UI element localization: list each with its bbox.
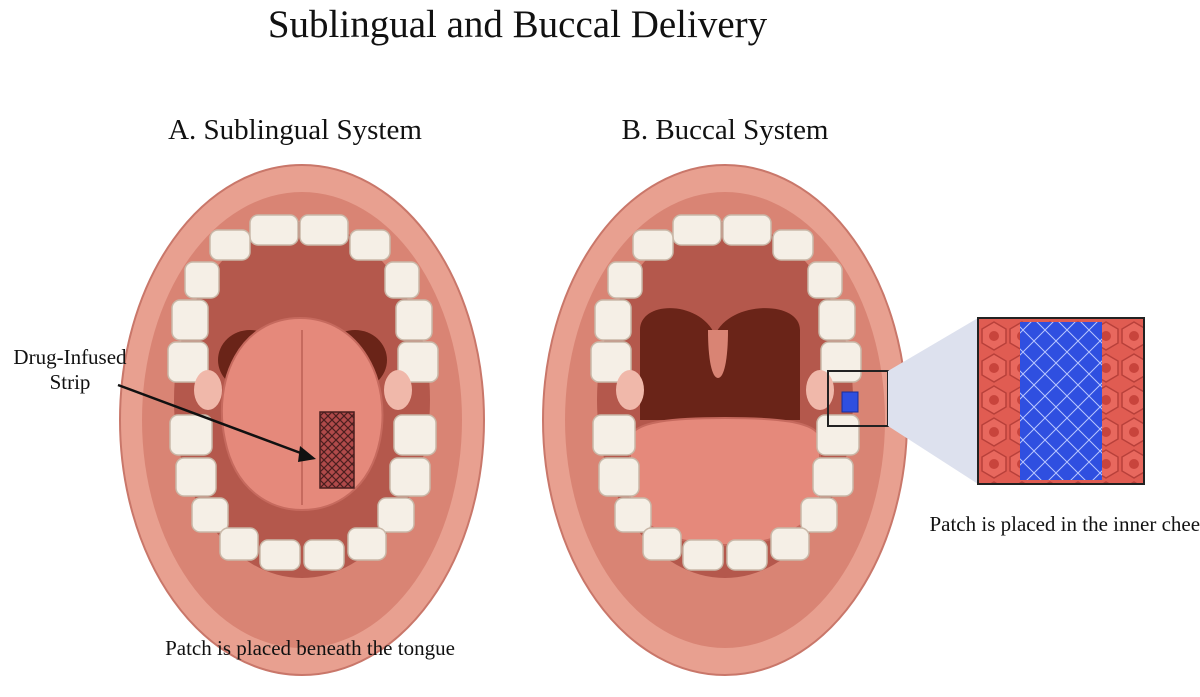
- zoom-inset: [977, 317, 1145, 485]
- panel-b-caption: Patch is placed in the inner cheek: [929, 512, 1200, 536]
- zoom-funnel: [888, 318, 978, 484]
- mouth-b-uvula: [708, 330, 728, 378]
- mouth-b-lower-teeth: [592, 414, 860, 571]
- panel-a-title: A. Sublingual System: [168, 114, 422, 146]
- main-title: Sublingual and Buccal Delivery: [267, 3, 768, 46]
- zoomed-patch: [1020, 322, 1102, 480]
- mouth-a-upper-teeth: [167, 214, 439, 383]
- strip-label-line2: Strip: [49, 370, 91, 394]
- strip-label-line1: Drug-Infused: [13, 345, 127, 369]
- panel-b-title: B. Buccal System: [621, 114, 829, 146]
- strip-pointer-arrow: [117, 383, 316, 462]
- mouth-a-illustration: [119, 164, 485, 676]
- strip-label: Drug-Infused Strip: [0, 345, 140, 395]
- panel-a-caption: Patch is placed beneath the tongue: [165, 636, 455, 660]
- buccal-patch: [841, 391, 859, 413]
- mouth-a-lower-teeth: [169, 414, 437, 571]
- drug-infused-strip: [319, 411, 355, 489]
- mouth-b-tongue: [629, 416, 821, 547]
- mouth-b-illustration: [542, 164, 908, 676]
